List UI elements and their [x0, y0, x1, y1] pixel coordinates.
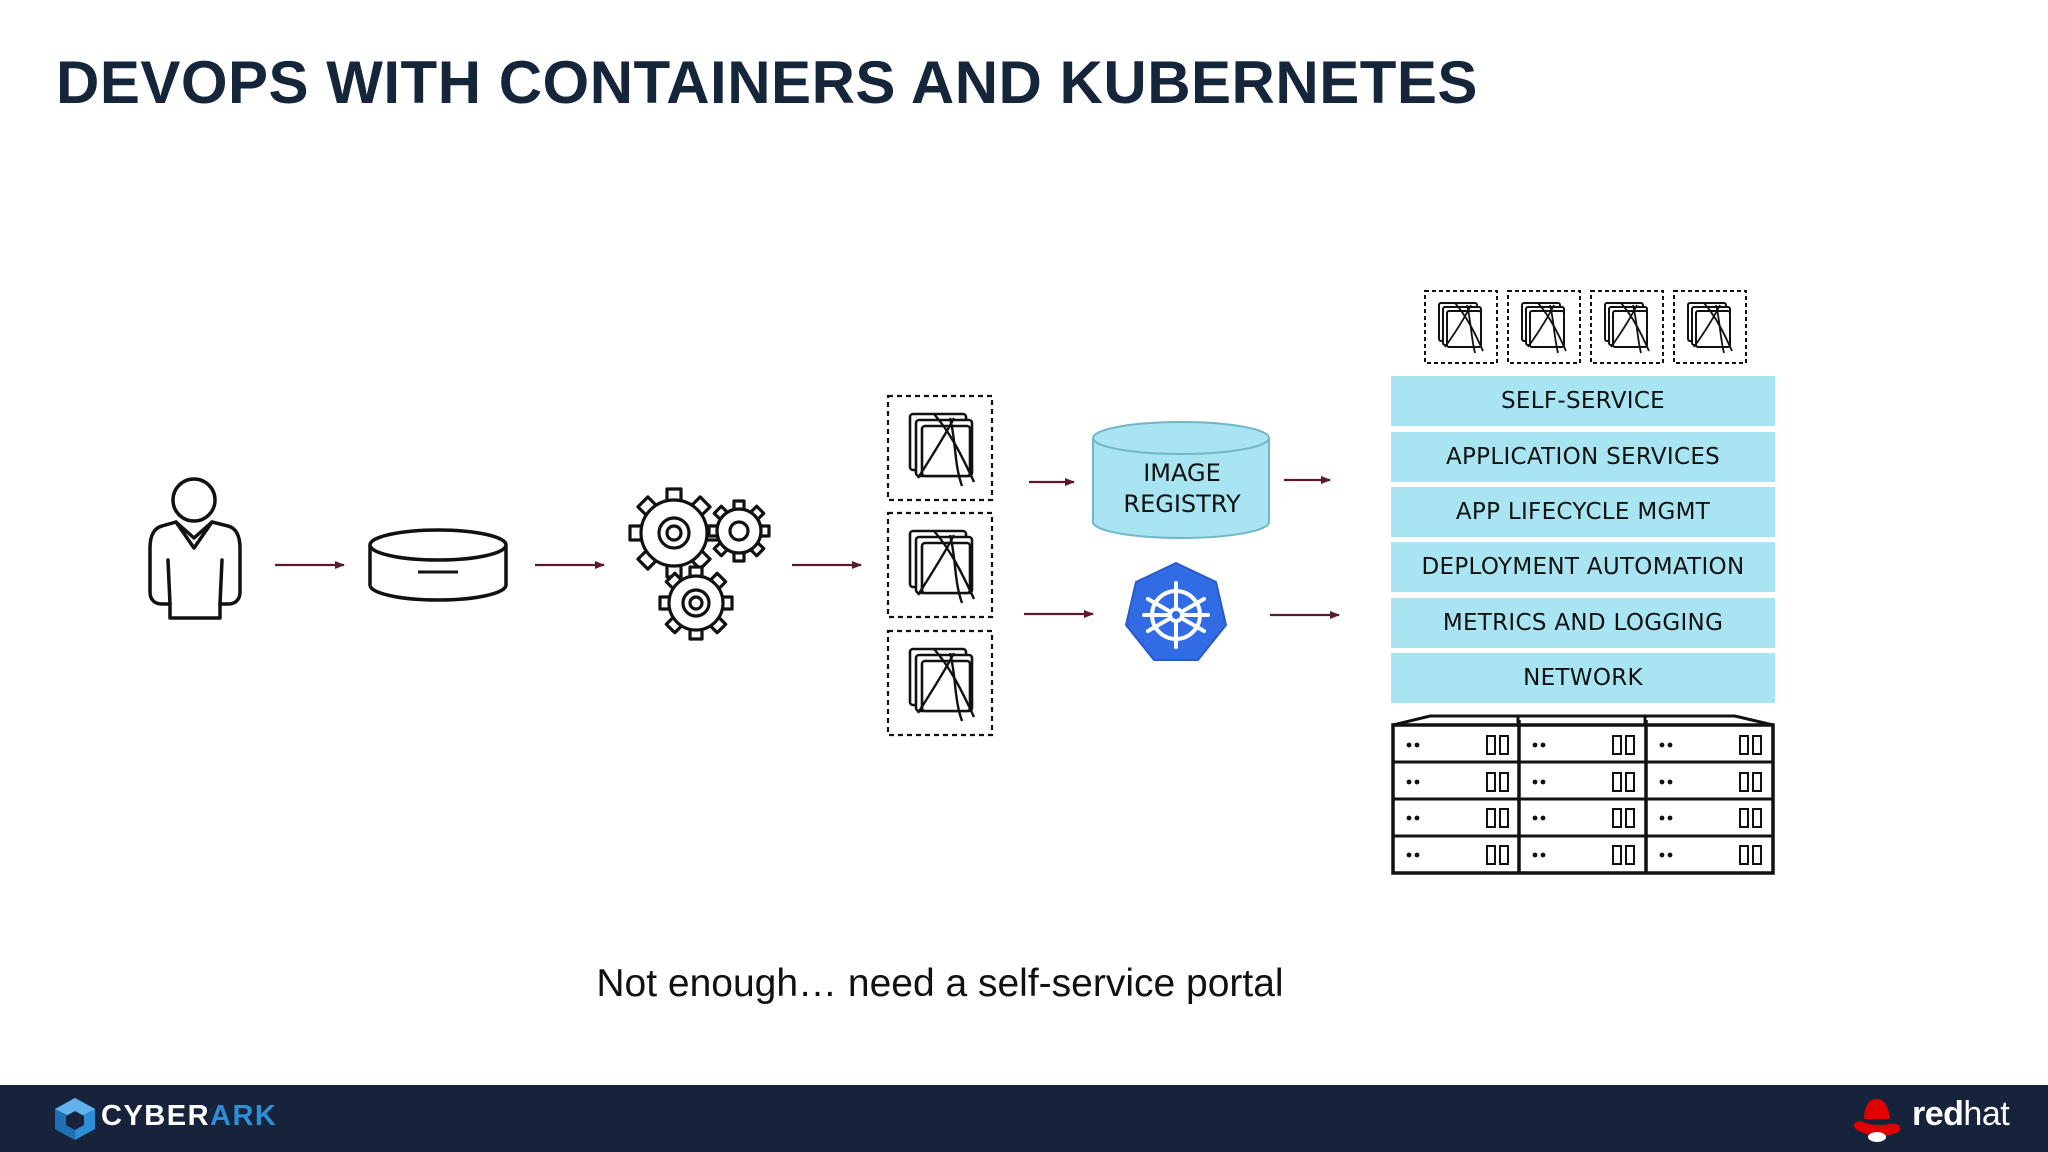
- redhat-wordmark-part2: hat: [1963, 1095, 2010, 1133]
- container-image-icon: [1424, 290, 1498, 364]
- container-image-icon: [1507, 290, 1581, 364]
- container-image-icon: [1673, 290, 1747, 364]
- cyberark-logo-icon: [55, 1098, 95, 1140]
- redhat-logo-icon: [1853, 1099, 1901, 1142]
- cyberark-wordmark-part1: CYBER: [101, 1100, 211, 1132]
- developer-person-icon: [148, 477, 242, 620]
- flow-arrows: [275, 476, 1340, 619]
- redhat-wordmark: redhat: [1912, 1095, 2010, 1134]
- registry-label-line1: IMAGE: [1143, 459, 1221, 487]
- container-image-icon: [1590, 290, 1664, 364]
- layer-network: NETWORK: [1391, 653, 1775, 703]
- deployed-containers: [1424, 290, 1747, 364]
- slide-caption: Not enough… need a self-service portal: [596, 962, 1284, 1005]
- layer-app-lifecycle-mgmt: APP LIFECYCLE MGMT: [1391, 487, 1775, 537]
- layer-self-service: SELF-SERVICE: [1391, 376, 1775, 426]
- source-repository-icon: [368, 528, 508, 602]
- container-image-icon: [886, 629, 994, 737]
- build-gears-icon: [628, 487, 771, 641]
- layer-application-services: APPLICATION SERVICES: [1391, 432, 1775, 482]
- container-images: [886, 394, 994, 737]
- layer-metrics-and-logging: METRICS AND LOGGING: [1391, 598, 1775, 648]
- footer-bar: CYBERARK redhat: [0, 1085, 2048, 1152]
- redhat-wordmark-part1: red: [1912, 1095, 1964, 1133]
- kubernetes-helm-icon: [1125, 562, 1227, 661]
- server-rack-icon: [1391, 714, 1775, 875]
- layer-deployment-automation: DEPLOYMENT AUTOMATION: [1391, 542, 1775, 592]
- container-image-icon: [886, 394, 994, 502]
- cyberark-wordmark-part2: ARK: [210, 1100, 278, 1132]
- image-registry-cylinder-icon: [1092, 421, 1270, 539]
- slide-title: DEVOPS WITH CONTAINERS AND KUBERNETES: [56, 49, 1478, 116]
- cyberark-wordmark: CYBERARK: [101, 1100, 277, 1133]
- registry-label-line2: REGISTRY: [1123, 490, 1241, 518]
- image-registry-label: IMAGE REGISTRY: [1092, 458, 1272, 520]
- container-image-icon: [886, 511, 994, 619]
